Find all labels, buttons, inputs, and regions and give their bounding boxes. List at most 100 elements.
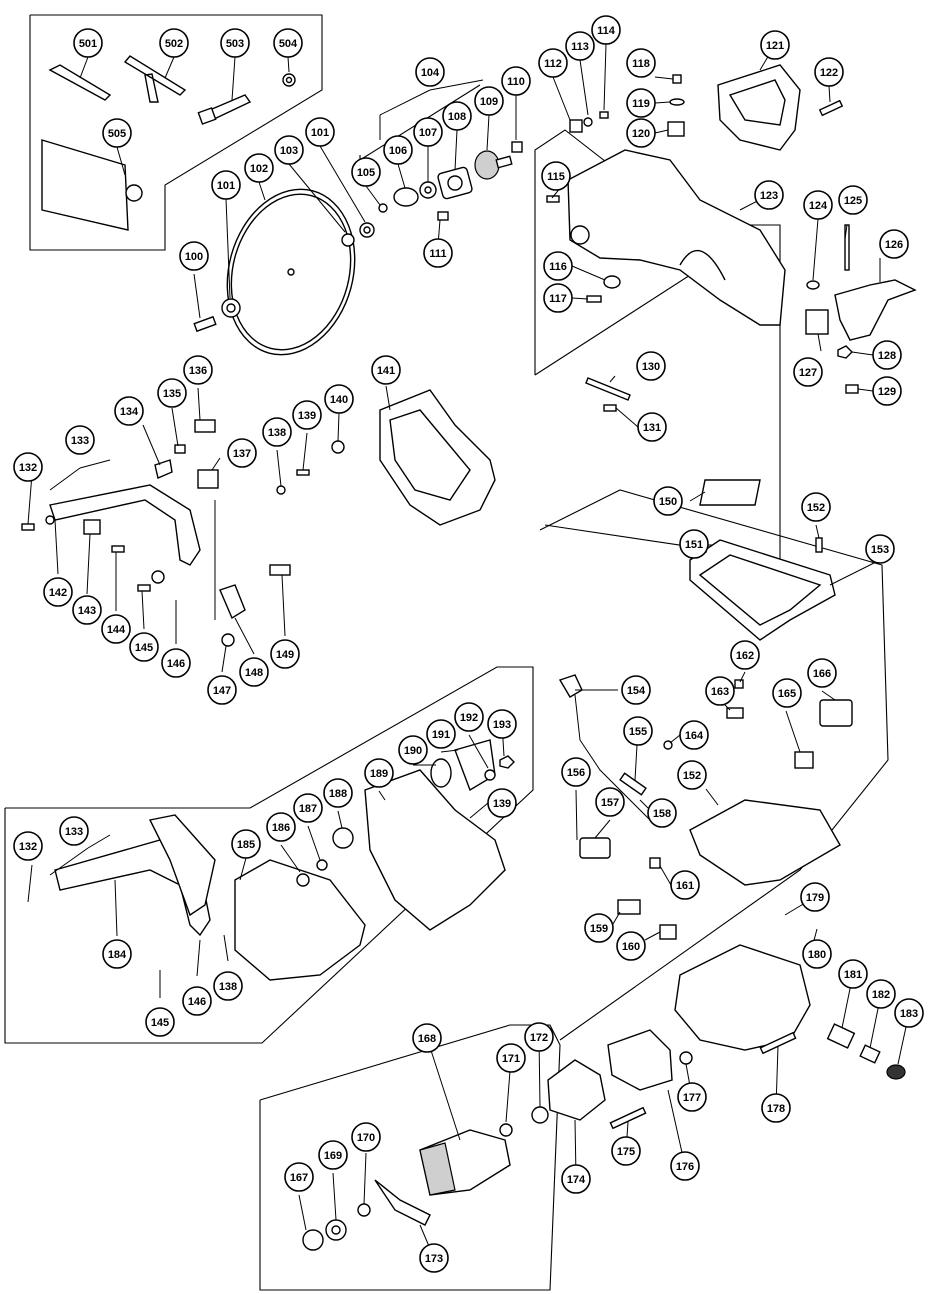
callout-label: 149 xyxy=(276,649,294,661)
callout-circle xyxy=(398,735,428,765)
callout-107: 107 xyxy=(413,117,443,147)
callout-label: 185 xyxy=(237,839,255,851)
callout-circle xyxy=(865,534,895,564)
callout-label: 159 xyxy=(590,923,608,935)
callout-circle xyxy=(626,88,656,118)
callout-173: 173 xyxy=(419,1243,449,1273)
switch-handle-part xyxy=(834,279,917,341)
callout-label: 152 xyxy=(683,770,701,782)
callout-104: 104 xyxy=(415,57,445,87)
callout-label: 175 xyxy=(617,1146,635,1158)
callout-circle xyxy=(318,1140,348,1170)
baffle-part xyxy=(547,1059,606,1121)
callout-label: 145 xyxy=(135,642,153,654)
callout-circle xyxy=(636,351,666,381)
callout-183: 183 xyxy=(894,998,924,1028)
callout-circle xyxy=(412,1023,442,1053)
callout-label: 155 xyxy=(629,726,647,738)
callout-label: 171 xyxy=(502,1053,520,1065)
callout-circle xyxy=(274,135,304,165)
callout-152: 152 xyxy=(801,492,831,522)
callout-108: 108 xyxy=(442,101,472,131)
callout-label: 132 xyxy=(19,841,37,853)
callout-circle xyxy=(102,939,132,969)
callout-circle xyxy=(705,676,735,706)
callout-label: 112 xyxy=(544,58,562,70)
callout-label: 161 xyxy=(676,880,694,892)
callout-label: 136 xyxy=(189,365,207,377)
callout-label: 108 xyxy=(448,111,466,123)
callout-172: 172 xyxy=(524,1022,554,1052)
callout-circle xyxy=(293,793,323,823)
callout-121: 121 xyxy=(760,30,790,60)
callout-187: 187 xyxy=(293,793,323,823)
callout-label: 183 xyxy=(900,1008,918,1020)
callout-148: 148 xyxy=(239,657,269,687)
callout-circle xyxy=(653,486,683,516)
callout-157: 157 xyxy=(595,787,625,817)
callout-109: 109 xyxy=(474,86,504,116)
callout-label: 166 xyxy=(813,668,831,680)
callout-circle xyxy=(157,378,187,408)
callout-circle xyxy=(454,702,484,732)
callout-circle xyxy=(872,340,902,370)
callout-circle xyxy=(220,28,250,58)
callout-149: 149 xyxy=(270,639,300,669)
callout-label: 176 xyxy=(676,1161,694,1173)
callout-label: 101 xyxy=(311,127,329,139)
callout-label: 503 xyxy=(226,38,244,50)
callout-135: 135 xyxy=(157,378,187,408)
callout-label: 135 xyxy=(163,388,181,400)
callout-label: 124 xyxy=(809,200,828,212)
callout-circle xyxy=(13,452,43,482)
callout-label: 143 xyxy=(78,605,96,617)
callout-117: 117 xyxy=(543,283,573,313)
callout-circle xyxy=(59,816,89,846)
callout-label: 160 xyxy=(622,941,640,953)
callout-label: 113 xyxy=(571,41,589,53)
callout-133: 133 xyxy=(65,425,95,455)
callout-label: 117 xyxy=(549,293,567,305)
callout-label: 168 xyxy=(418,1033,436,1045)
callout-189: 189 xyxy=(364,758,394,788)
callout-circle xyxy=(244,153,274,183)
callout-circle xyxy=(207,675,237,705)
callout-circle xyxy=(838,959,868,989)
callout-label: 128 xyxy=(878,350,896,362)
parts xyxy=(21,55,917,1251)
callout-112: 112 xyxy=(538,48,568,78)
callout-160: 160 xyxy=(616,931,646,961)
callout-circle xyxy=(239,657,269,687)
callout-label: 188 xyxy=(329,788,347,800)
callout-142: 142 xyxy=(43,577,73,607)
callout-503: 503 xyxy=(220,28,250,58)
callout-circle xyxy=(371,355,401,385)
callout-label: 504 xyxy=(279,38,298,50)
callout-circle xyxy=(323,778,353,808)
callout-circle xyxy=(262,417,292,447)
callout-circle xyxy=(65,425,95,455)
callout-circle xyxy=(284,1162,314,1192)
callout-circle xyxy=(637,412,667,442)
callout-circle xyxy=(101,614,131,644)
callout-169: 169 xyxy=(318,1140,348,1170)
callout-label: 134 xyxy=(120,406,139,418)
callout-102: 102 xyxy=(244,153,274,183)
callout-circle xyxy=(487,709,517,739)
dust-bag-part xyxy=(41,139,129,231)
callout-circle xyxy=(73,28,103,58)
callout-label: 120 xyxy=(632,128,650,140)
callout-label: 109 xyxy=(480,96,498,108)
callout-circle xyxy=(543,251,573,281)
callout-circle xyxy=(730,640,760,670)
callout-circle xyxy=(426,719,456,749)
callout-146: 146 xyxy=(182,986,212,1016)
callout-label: 153 xyxy=(871,544,889,556)
callout-circle xyxy=(487,788,517,818)
callout-circle xyxy=(227,438,257,468)
callout-circle xyxy=(807,658,837,688)
callout-circle xyxy=(611,1136,641,1166)
callout-label: 154 xyxy=(627,685,646,697)
callout-circle xyxy=(501,66,531,96)
callout-label: 142 xyxy=(49,587,67,599)
